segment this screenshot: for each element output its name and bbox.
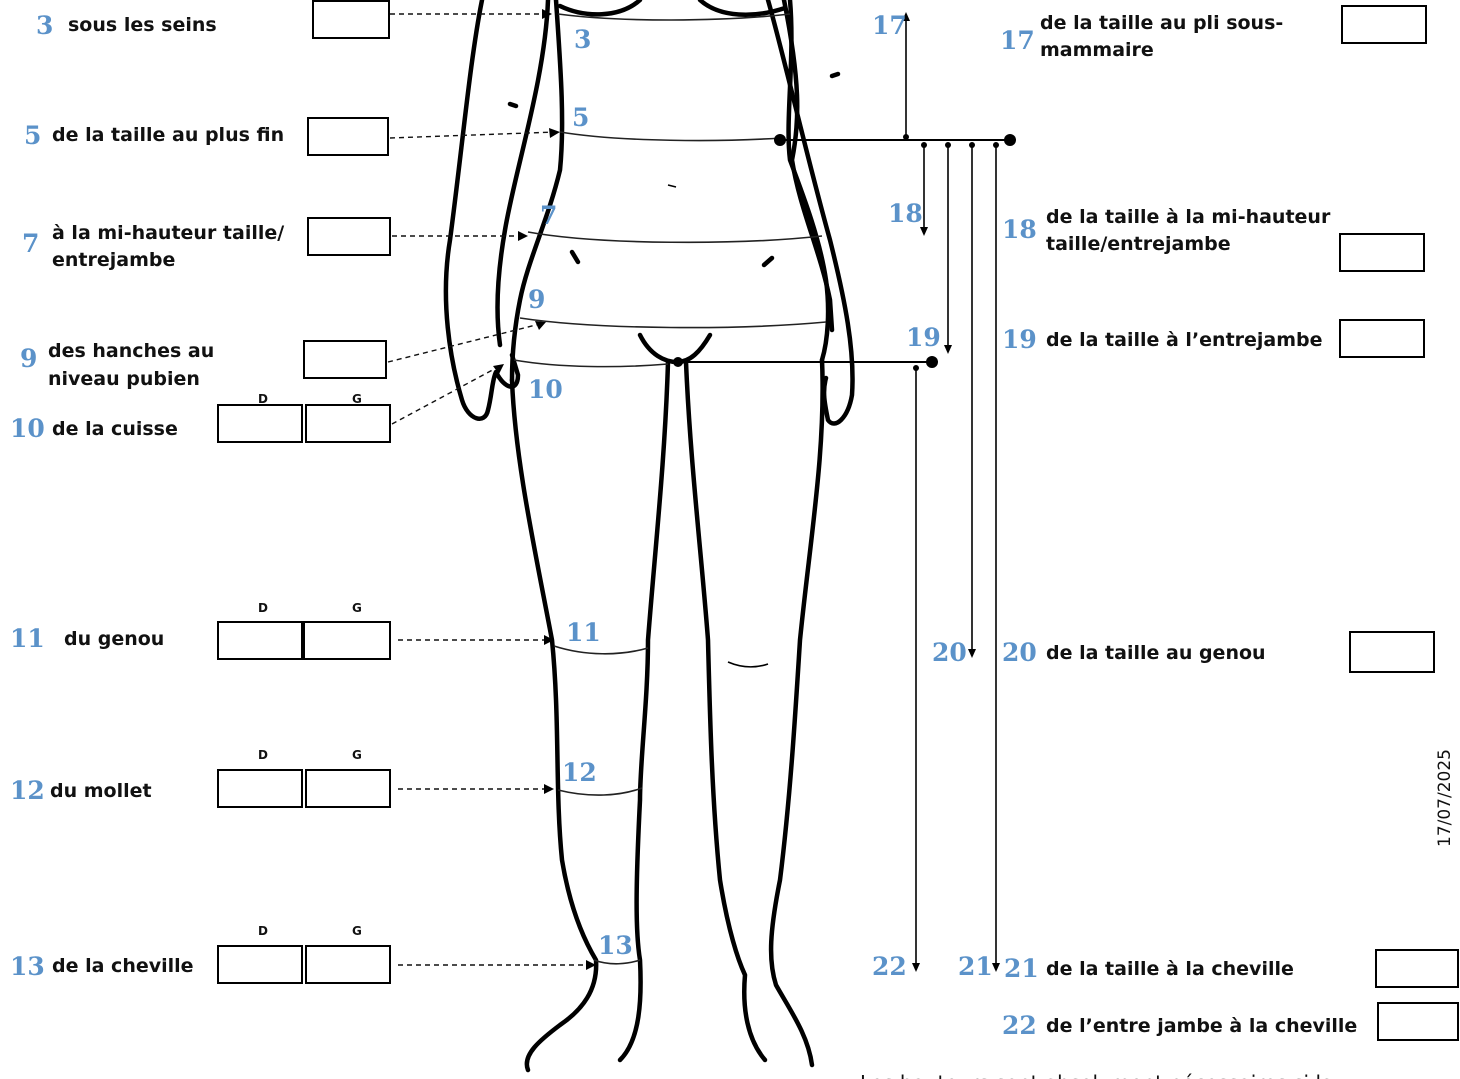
band-mid [528,232,822,242]
body-mark-left-chest [510,104,516,106]
measure-18-input[interactable] [1340,234,1424,271]
measure-10-number: 10 [10,414,45,443]
body-outline-left-leg [512,380,596,1070]
measure-3-input[interactable] [313,1,389,38]
measure-11-right-side-label: D [258,601,268,615]
measure-11-label: du genou [64,628,164,650]
measure-18-label-line2: taille/entrejambe [1046,233,1231,255]
measure-9-number: 9 [20,344,37,373]
measure-12-right-side-label: D [258,748,268,762]
measure-11-number: 11 [10,624,45,653]
measure-5-pointer [390,132,556,138]
ruler-22-label: 22 [872,952,907,981]
measure-12-input-left[interactable] [306,770,390,807]
measure-7-number: 7 [22,229,39,258]
measure-12-body-label: 12 [562,758,597,787]
measure-19-input[interactable] [1340,320,1424,357]
height-rulers: 17 18 19 20 21 22 [672,11,1016,981]
band-calf [558,788,642,795]
band-thigh [514,360,668,367]
measure-10-body-label: 10 [528,375,563,404]
measure-3-number: 3 [36,11,53,40]
ruler-17-label: 17 [872,11,907,40]
measure-3-label: sous les seins [68,14,217,36]
body-outline-right-leg-inner [686,362,765,1060]
measure-11-input-left[interactable] [304,622,390,659]
measure-17-label-line1: de la taille au pli sous- [1040,12,1283,34]
measure-13-input-right[interactable] [218,946,302,983]
measure-19-number: 19 [1002,325,1037,354]
measure-7-label-line2: entrejambe [52,249,175,271]
measure-22-number: 22 [1002,1011,1037,1040]
measure-5-number: 5 [24,121,41,150]
measure-9-input[interactable] [304,341,386,378]
band-ankle [594,960,640,964]
body-outline-right-leg [771,360,823,1065]
measure-13-body-label: 13 [598,931,633,960]
body-outline-breasts [560,0,785,15]
measure-19-label: de la taille à l’entrejambe [1046,329,1323,351]
band-waist [560,132,782,140]
measure-18-label-line1: de la taille à la mi-hauteur [1046,206,1331,228]
knee-crease [728,662,768,667]
measure-11-body-label: 11 [566,618,601,647]
measure-12-input-right[interactable] [218,770,302,807]
measure-3-body-label: 3 [574,25,591,54]
measure-5-input[interactable] [308,118,388,155]
measure-13-left-side-label: G [352,924,362,938]
ruler-20-label: 20 [932,638,967,667]
measure-10-left-side-label: G [352,392,362,406]
measure-5-label: de la taille au plus fin [52,124,284,146]
body-mark-right-hip [764,258,772,265]
measure-13-input-left[interactable] [306,946,390,983]
measure-17-label-line2: mammaire [1040,39,1154,61]
measure-7-input[interactable] [308,218,390,255]
measure-18-number: 18 [1002,215,1037,244]
measure-11-input-right[interactable] [218,622,302,659]
measure-20-input[interactable] [1350,632,1434,672]
right-measurement-list: 17 de la taille au pli sous- mammaire 18… [1000,6,1458,1040]
measure-21-number: 21 [1004,954,1039,983]
document-date: 17/07/2025 [1435,749,1455,847]
measure-10-right-side-label: D [258,392,268,406]
measure-7-label-line1: à la mi-hauteur taille/ [52,222,284,244]
measure-12-label: du mollet [50,780,152,802]
measure-21-input[interactable] [1376,950,1458,987]
left-measurement-list: 3 sous les seins 3 5 de la taille au plu… [10,1,633,983]
measure-9-label-line2: niveau pubien [48,368,200,390]
band-knee [554,646,648,654]
measure-13-number: 13 [10,952,45,981]
measure-10-input-left[interactable] [306,405,390,442]
measure-20-number: 20 [1002,638,1037,667]
measure-21-label: de la taille à la cheville [1046,958,1294,980]
measure-10-label: de la cuisse [52,418,178,440]
measure-10-input-right[interactable] [218,405,302,442]
band-hip [520,318,826,328]
measure-7-body-label: 7 [540,201,557,230]
measure-13-label: de la cheville [52,955,194,977]
ruler-18-label: 18 [888,199,923,228]
measure-9-body-label: 9 [528,285,545,314]
body-mark-left-hip [572,252,578,262]
measure-22-input[interactable] [1378,1003,1458,1040]
measure-12-left-side-label: G [352,748,362,762]
ruler-19-label: 19 [906,323,941,352]
measure-17-number: 17 [1000,26,1035,55]
body-mark-right-chest [832,74,838,76]
pointer-arrowheads [493,9,596,970]
measure-13-right-side-label: D [258,924,268,938]
body-figure [446,0,853,1070]
measure-17-input[interactable] [1342,6,1426,43]
measure-9-label-line1: des hanches au [48,340,214,362]
measure-22-label: de l’entre jambe à la cheville [1046,1015,1357,1037]
measure-20-label: de la taille au genou [1046,642,1266,664]
ruler-21-label: 21 [958,952,993,981]
measure-11-left-side-label: G [352,601,362,615]
footer-note: Les hauteurs sont absolument nécessaires… [860,1071,1333,1079]
measure-5-body-label: 5 [572,103,589,132]
navel [668,185,676,187]
body-outline-crotch [640,335,710,362]
measure-12-number: 12 [10,776,45,805]
